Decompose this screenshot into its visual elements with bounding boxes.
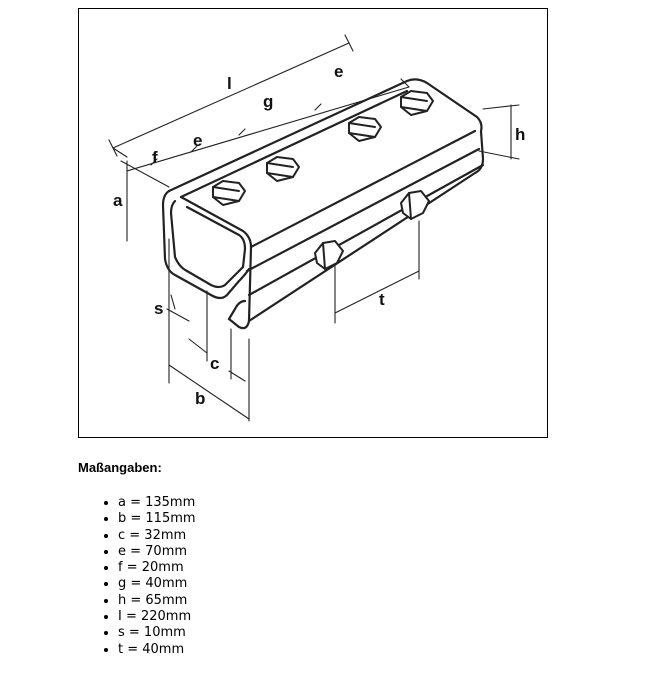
label-f: f: [152, 148, 158, 167]
spec-item-h: h = 65mm: [118, 593, 196, 609]
specs-list: a = 135mm b = 115mm c = 32mm e = 70mm f …: [100, 495, 196, 658]
bolt-heads: [212, 90, 434, 270]
spec-item-b: b = 115mm: [118, 511, 196, 527]
label-e-left: e: [193, 131, 202, 150]
hex-bolt-1: [212, 180, 246, 206]
technical-drawing-frame: l e g e f a h s c b t: [78, 8, 548, 438]
label-a: a: [113, 191, 123, 210]
label-s: s: [154, 299, 163, 318]
label-t: t: [379, 290, 385, 309]
spec-item-c: c = 32mm: [118, 528, 196, 544]
specs-heading: Maßangaben:: [78, 460, 162, 475]
dimension-labels: l e g e f a h s c b t: [113, 62, 525, 408]
spec-item-e: e = 70mm: [118, 544, 196, 560]
connector-drawing: l e g e f a h s c b t: [108, 34, 525, 422]
label-l: l: [227, 74, 232, 93]
hex-bolt-6: [400, 190, 430, 220]
dimension-lines: [108, 34, 520, 422]
hex-bolt-2: [266, 156, 300, 182]
hex-bolt-4: [400, 90, 434, 116]
spec-item-s: s = 10mm: [118, 625, 196, 641]
label-e-top: e: [334, 62, 343, 81]
label-g: g: [263, 92, 273, 111]
spec-item-l: I = 220mm: [118, 609, 196, 625]
spec-item-f: f = 20mm: [118, 560, 196, 576]
spec-item-t: t = 40mm: [118, 642, 196, 658]
hex-bolt-3: [348, 116, 382, 142]
spec-item-a: a = 135mm: [118, 495, 196, 511]
hex-bolt-5: [314, 240, 344, 270]
profile-body: [161, 78, 485, 330]
label-h: h: [515, 125, 525, 144]
spec-item-g: g = 40mm: [118, 576, 196, 592]
label-c: c: [210, 354, 219, 373]
label-b: b: [195, 389, 205, 408]
